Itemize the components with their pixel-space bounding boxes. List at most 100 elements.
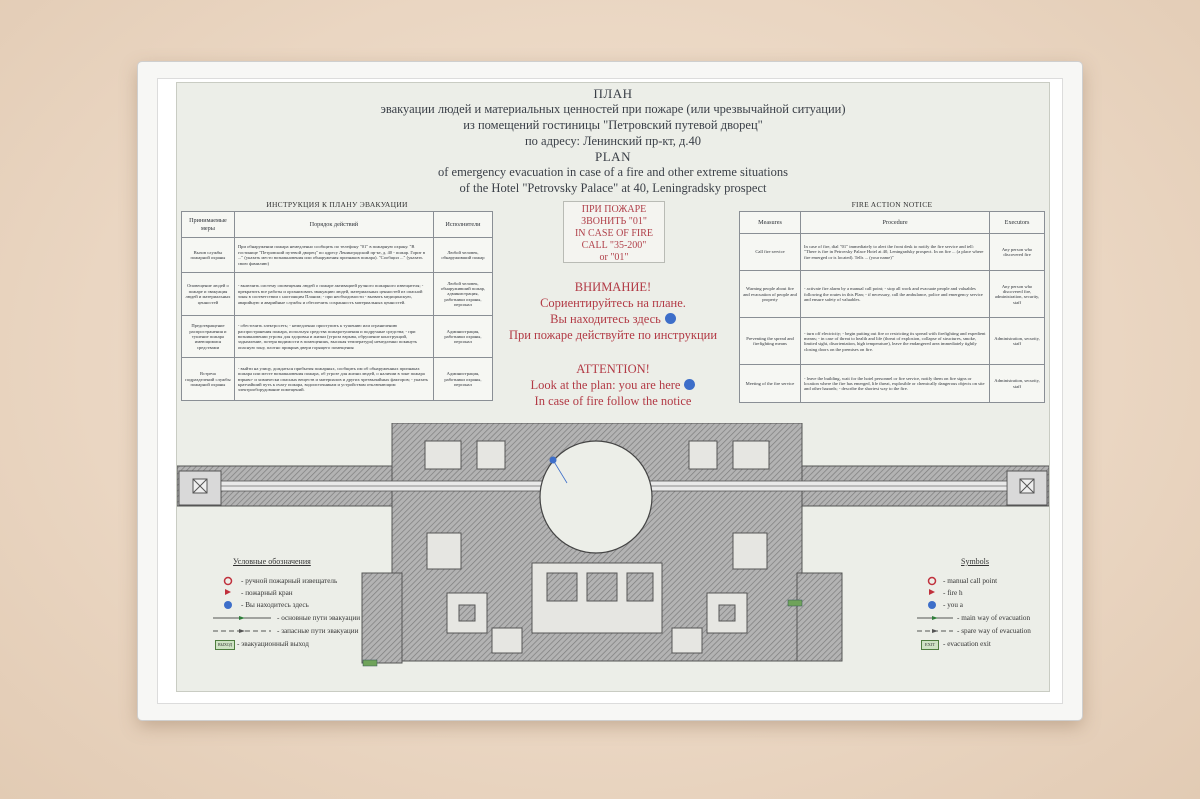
manual-call-point-icon	[927, 576, 937, 586]
table-row: Оповещение людей о пожаре и эвакуация лю…	[181, 272, 494, 316]
table-cell: Вызов службы пожарной охраны	[181, 237, 235, 274]
ru-line-3: по адресу: Ленинский пр-кт, д.40	[524, 133, 702, 148]
col-header: Исполнители	[432, 210, 494, 239]
attention-en-line-2: In case of fire follow the notice	[534, 394, 692, 408]
spare-route-line-icon	[917, 629, 953, 633]
legend-item: - Вы находитесь здесь	[241, 601, 309, 609]
ru-line-2: из помещений гостиницы "Петровский путев…	[463, 117, 763, 132]
table-row: Встреча подразделений службы пожарной ох…	[181, 357, 494, 401]
main-route-line-icon	[917, 616, 953, 620]
legend-item: - fire h	[943, 589, 963, 597]
plan-building	[177, 423, 1049, 667]
fire-hydrant-icon	[929, 589, 935, 595]
table-cell: Любой человек, обнаруживший пожар	[432, 237, 494, 274]
table-row: Warning people about fire and evacuation…	[739, 270, 1045, 319]
col-header: Measures	[739, 211, 801, 234]
col-header: Executors	[989, 211, 1045, 234]
en-line-2: of the Hotel "Petrovsky Palace" at 40, L…	[459, 181, 767, 195]
you-are-here-icon	[664, 313, 676, 324]
en-table-title: FIRE ACTION NOTICE	[851, 200, 933, 209]
ru-instruction-table: Принимаемые меры Порядок действий Исполн…	[181, 210, 494, 401]
you-are-here-icon	[684, 379, 696, 390]
table-cell: - activate fire alarm by a manual call p…	[799, 270, 991, 319]
main-route-line-icon	[213, 616, 271, 620]
attention-en-title: ATTENTION!	[576, 362, 650, 376]
table-cell: Call fire service	[739, 232, 801, 272]
legend-en: Symbols - manual call point - fire h - y…	[917, 557, 1047, 667]
legend-item: - запасные пути эвакуации	[277, 627, 359, 635]
fire-action-notice-table: Measures Procedure Executors Call fire s…	[739, 211, 1045, 403]
table-row: Call fire service In case of fire, dial …	[739, 232, 1045, 272]
call-fire-notice: ПРИ ПОЖАРЕ ЗВОНИТЬ "01" IN CASE OF FIRE …	[563, 201, 665, 263]
attention-en: ATTENTION! Look at the plan: you are her…	[477, 361, 749, 409]
table-cell: In case of fire, dial "01" immediately t…	[799, 232, 991, 272]
you-are-here-icon	[224, 601, 232, 609]
legend-item: - ручной пожарный извещатель	[241, 577, 338, 585]
en-title: PLAN	[595, 149, 631, 165]
table-cell: Administration, security, staff	[989, 317, 1045, 366]
table-cell: Meeting of the fire service	[739, 364, 801, 403]
evacuation-exit-icon	[362, 659, 378, 667]
table-cell: - выйти на улицу, дождаться прибытия пож…	[233, 357, 434, 401]
table-cell: - leave the building, wait for the hotel…	[799, 364, 991, 403]
evacuation-exit-icon: ВЫХОД	[215, 640, 235, 650]
legend-item: - эвакуационный выход	[237, 640, 309, 648]
attention-ru-title: ВНИМАНИЕ!	[574, 280, 652, 294]
notice-line: ЗВОНИТЬ "01"	[581, 216, 647, 227]
fire-hydrant-icon	[225, 589, 231, 595]
attention-ru: ВНИМАНИЕ! Сориентируйтесь на плане. Вы н…	[477, 279, 749, 343]
table-cell: Администрация, работники охраны, персона…	[432, 357, 494, 401]
table-row: Meeting of the fire service - leave the …	[739, 364, 1045, 403]
attention-en-line-1: Look at the plan: you are here	[477, 377, 749, 393]
table-row: Вызов службы пожарной охраны При обнаруж…	[181, 237, 494, 274]
table-cell: - turn off electricity; - begin putting …	[799, 317, 991, 366]
floor-plan	[177, 423, 1049, 667]
table-header-row: Принимаемые меры Порядок действий Исполн…	[181, 210, 494, 239]
table-cell: Предотвращение распространения и тушение…	[181, 314, 235, 359]
legend-item: - spare way of evacuation	[957, 627, 1031, 635]
attention-ru-line-2: Вы находитесь здесь	[477, 311, 749, 327]
legend-ru: Условные обозначения - ручной пожарный и…	[211, 557, 411, 667]
table-cell: Any person who discovered fire	[989, 232, 1045, 272]
legend-item: - основные пути эвакуации	[277, 614, 361, 622]
table-row: Preventing the spread and firefighting m…	[739, 317, 1045, 366]
legend-item: - manual call point	[943, 577, 998, 585]
table-cell: Administration, security, staff	[989, 364, 1045, 403]
spare-route-line-icon	[213, 629, 271, 633]
en-line-1: of emergency evacuation in case of a fir…	[438, 165, 788, 180]
notice-line: CALL "35-200"	[581, 240, 647, 251]
ru-table-title: ИНСТРУКЦИЯ К ПЛАНУ ЭВАКУАЦИИ	[266, 200, 408, 209]
notice-line: IN CASE OF FIRE	[574, 228, 654, 239]
table-cell: Preventing the spread and firefighting m…	[739, 317, 801, 366]
col-header: Порядок действий	[233, 210, 434, 239]
attention-ru-line-3: При пожаре действуйте по инструкции	[508, 328, 718, 342]
table-cell: - обесточить электросеть; - немедленно п…	[233, 314, 434, 359]
table-cell: При обнаружении пожара немедленно сообщи…	[233, 237, 434, 274]
notice-line: or "01"	[599, 252, 629, 263]
col-header: Принимаемые меры	[181, 210, 235, 239]
table-cell: Любой человек, обнаруживший пожар, админ…	[432, 272, 494, 316]
legend-item: - evacuation exit	[943, 640, 991, 648]
evacuation-exit-icon	[787, 599, 803, 607]
table-cell: Warning people about fire and evacuation…	[739, 270, 801, 319]
table-cell: Оповещение людей о пожаре и эвакуация лю…	[181, 272, 235, 316]
evacuation-plan-poster: ПЛАН эвакуации людей и материальных ценн…	[176, 82, 1050, 692]
legend-en-title: Symbols	[961, 557, 990, 566]
attention-ru-line-1: Сориентируйтесь на плане.	[540, 296, 686, 310]
ru-title: ПЛАН	[593, 86, 633, 101]
notice-line: ПРИ ПОЖАРЕ	[581, 204, 647, 215]
table-cell: Встреча подразделений службы пожарной ох…	[181, 357, 235, 401]
table-cell: - включить систему оповещения людей о по…	[233, 272, 434, 316]
legend-item: - main way of evacuation	[957, 614, 1031, 622]
table-row: Предотвращение распространения и тушение…	[181, 314, 494, 359]
ru-line-1: эвакуации людей и материальных ценностей…	[380, 102, 846, 117]
legend-item: - you a	[943, 601, 963, 609]
manual-call-point-icon	[223, 576, 233, 586]
you-are-here-icon	[928, 601, 936, 609]
header: ПЛАН эвакуации людей и материальных ценн…	[177, 86, 1049, 197]
table-cell: Any person who discovered fire, administ…	[989, 270, 1045, 319]
col-header: Procedure	[799, 211, 991, 234]
evacuation-exit-icon: EXIT	[921, 640, 939, 650]
table-header-row: Measures Procedure Executors	[739, 211, 1045, 234]
legend-item: - пожарный кран	[241, 589, 293, 597]
